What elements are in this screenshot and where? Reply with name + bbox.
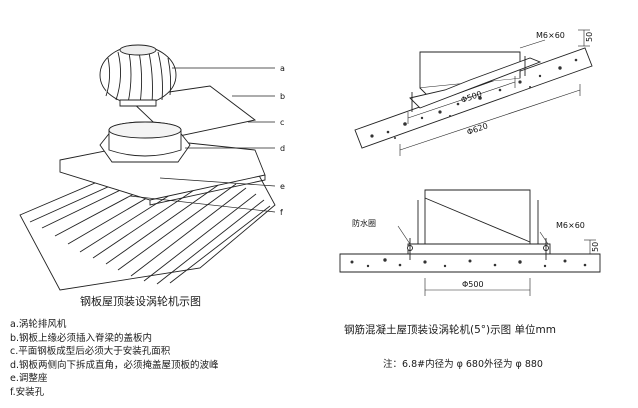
note: 注：6.8#内径为 φ 680外径为 φ 880: [383, 359, 543, 370]
top-dim-small: 50: [585, 32, 594, 42]
right-bottom-dimensions: [397, 225, 596, 296]
legend-item: f.安装孔: [10, 386, 45, 398]
turbine-ventilator: [99, 44, 177, 107]
legend-list: a.涡轮排风机 b.钢板上缘必须插入脊梁的盖板内 c.平面钢板成型后必须大于安装…: [10, 318, 219, 400]
callout-c: c: [280, 118, 284, 127]
adjustment-base: [99, 121, 191, 163]
legend-item: d.钢板两侧向下拆成直角，必须掩盖屋顶板的波峰: [10, 359, 219, 371]
callout-a: a: [280, 64, 285, 73]
waterproof-ring-label: 防水圈: [352, 218, 376, 228]
bottom-dim-small: 50: [591, 242, 600, 252]
legend-item: b.钢板上缘必须插入脊梁的盖板内: [10, 332, 153, 344]
flat-concrete-slab: [339, 253, 601, 273]
left-caption: 钢板屋顶装设涡轮机示图: [80, 295, 201, 308]
callout-b: b: [280, 92, 285, 101]
callout-d: d: [280, 144, 285, 153]
bottom-bolt-label: M6×60: [556, 221, 585, 230]
legend-item: a.涡轮排风机: [10, 319, 67, 330]
legend-item: c.平面钢板成型后必须大于安装孔面积: [10, 346, 171, 358]
callout-leaders: [129, 67, 276, 213]
right-caption: 钢筋混凝土屋顶装设涡轮机(5°)示图 单位mm: [344, 324, 556, 336]
callout-labels: a b c d e f: [280, 64, 285, 217]
callout-e: e: [280, 182, 285, 191]
top-bolt-label: M6×60: [536, 31, 565, 40]
top-dim-outer: Φ620: [466, 121, 489, 137]
callout-f: f: [280, 208, 283, 217]
bottom-dim-inner: Φ500: [462, 280, 484, 289]
legend-item: e.调整座: [10, 373, 48, 385]
sloped-turbine-base: [409, 51, 542, 112]
right-top-dimensions: [399, 29, 590, 156]
flat-turbine-base: [407, 189, 551, 260]
